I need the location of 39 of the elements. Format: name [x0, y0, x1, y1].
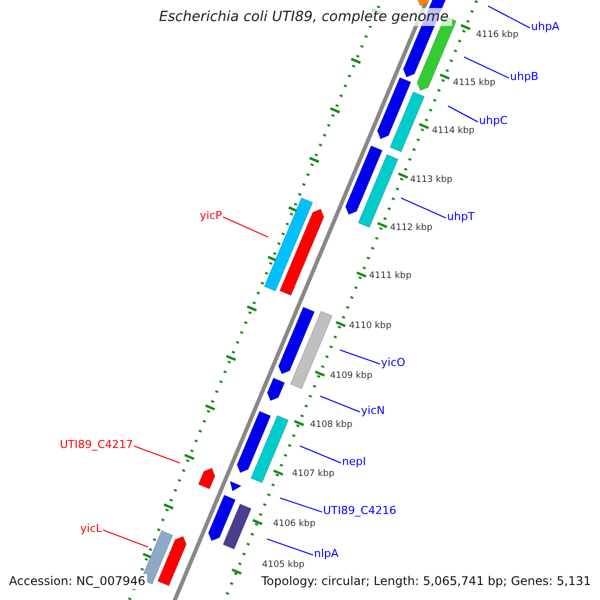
scale-tick-label: 4111 kbp — [369, 271, 412, 282]
footer-text: Accession: NC_007946 — [7, 574, 148, 589]
scale-tick-label: 4106 kbp — [273, 519, 316, 530]
scale-tick-label: 4107 kbp — [292, 469, 334, 480]
gene-label: yicP — [200, 209, 222, 222]
leader-line — [300, 446, 342, 464]
scale-tick-label: 4105 kbp — [262, 560, 304, 571]
scale-tick-label: 4116 kbp — [476, 30, 518, 41]
gene-label: nlpA — [314, 547, 339, 560]
gene-label: uhpA — [531, 20, 560, 33]
leader-line — [400, 198, 446, 218]
gene-label: uhpT — [447, 210, 475, 223]
leader-line — [488, 6, 530, 28]
footer-text: Topology: circular; Length: 5,065,741 bp; Genes: 5,131 — [259, 574, 593, 589]
scale-tick-label: 4114 kbp — [432, 126, 474, 137]
scale-tick-label: 4108 kbp — [310, 420, 352, 431]
gene-label: UTI89_C4217 — [60, 438, 133, 451]
gene-label: yicL — [80, 522, 102, 535]
leader-line — [266, 538, 314, 556]
leader-line — [448, 106, 478, 122]
leader-line — [134, 446, 180, 464]
scale-tick-label: 4110 kbp — [349, 321, 392, 332]
scale-tick-label: 4109 kbp — [330, 371, 372, 382]
gene-label: yicO — [381, 356, 406, 369]
leader-line — [340, 350, 380, 364]
gene-label: uhpB — [510, 70, 538, 83]
leader-line — [222, 216, 268, 238]
gene-label: nepI — [342, 455, 366, 468]
leader-line — [320, 396, 360, 412]
scale-tick-label: 4112 kbp — [390, 223, 432, 234]
scale-tick-label: 4115 kbp — [453, 78, 496, 89]
title: Escherichia coli UTI89, complete genome — [156, 8, 452, 26]
leader-line — [280, 498, 322, 512]
scale-tick-label: 4113 kbp — [410, 175, 452, 186]
gene-label: yicN — [361, 404, 385, 417]
leader-line — [464, 56, 510, 78]
gene-label: uhpC — [479, 114, 508, 127]
leader-line — [102, 530, 148, 548]
gene-label: UTI89_C4216 — [323, 504, 396, 517]
